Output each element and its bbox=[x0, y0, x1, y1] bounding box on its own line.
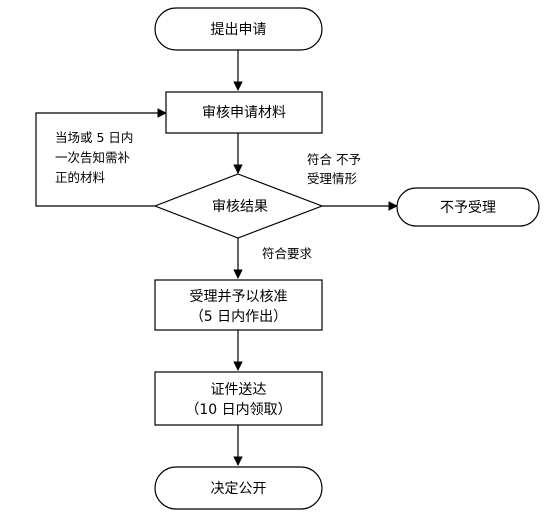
node-review-materials-label: 审核申请材料 bbox=[202, 105, 286, 121]
node-apply: 提出申请 bbox=[154, 7, 323, 51]
edge-result-to-review-loop bbox=[35, 108, 167, 207]
node-deliver: 证件送达 （10 日内领取） bbox=[154, 371, 323, 426]
node-accept-label-line2: （5 日内作出） bbox=[190, 309, 287, 325]
node-accept: 受理并予以核准 （5 日内作出） bbox=[154, 279, 323, 331]
edge-label-not-met-line1: 符合 不予 bbox=[307, 152, 361, 167]
node-publish-label: 决定公开 bbox=[211, 481, 267, 497]
node-apply-label: 提出申请 bbox=[211, 22, 267, 38]
edge-label-met: 符合要求 bbox=[262, 246, 313, 261]
node-result-label: 审核结果 bbox=[212, 199, 268, 215]
node-publish: 决定公开 bbox=[154, 466, 323, 510]
edge-label-supplement-line2: 一次告知需补 bbox=[55, 150, 131, 165]
node-accept-label-line1: 受理并予以核准 bbox=[190, 289, 288, 305]
edge-label-not-met-line2: 受理情形 bbox=[307, 171, 358, 186]
node-reject-label: 不予受理 bbox=[440, 200, 496, 216]
node-review-materials: 审核申请材料 bbox=[165, 91, 323, 134]
edge-label-supplement-line3: 正的材料 bbox=[55, 170, 106, 185]
node-deliver-label-line1: 证件送达 bbox=[211, 382, 267, 398]
edge-label-supplement-line1: 当场或 5 日内 bbox=[55, 130, 133, 145]
node-result-decision: 审核结果 bbox=[153, 173, 324, 239]
node-deliver-label-line2: （10 日内领取） bbox=[185, 402, 291, 418]
node-reject: 不予受理 bbox=[396, 187, 540, 227]
